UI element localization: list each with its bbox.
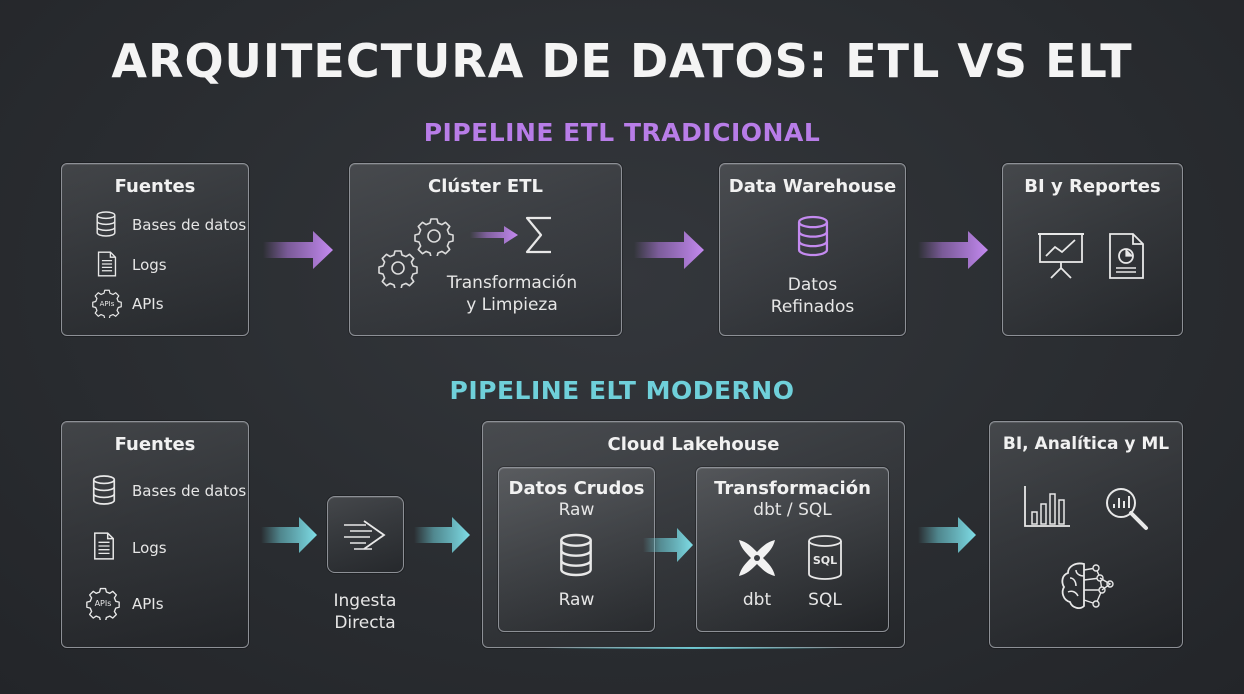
etl-cluster-title: Clúster ETL bbox=[428, 176, 543, 197]
elt-ingest-line2: Directa bbox=[334, 613, 396, 633]
etl-cluster-label: Transformación y Limpieza bbox=[432, 272, 592, 316]
elt-transform-box: Transformación dbt / SQL SQL dbt SQL bbox=[696, 467, 889, 632]
report-document-icon bbox=[1109, 233, 1144, 279]
lakehouse-glow-line bbox=[543, 647, 844, 649]
etl-sources-box: Fuentes Bases de datos Logs APIs APIs bbox=[61, 163, 249, 336]
sigma-icon bbox=[525, 216, 551, 254]
elt-bi-box: BI, Analítica y ML bbox=[989, 421, 1183, 648]
elt-ingest-label: Ingesta Directa bbox=[300, 590, 430, 634]
etl-bi-box: BI y Reportes bbox=[1002, 163, 1183, 336]
etl-inner-arrow-icon bbox=[470, 226, 518, 244]
elt-lakehouse-title: Cloud Lakehouse bbox=[607, 434, 780, 455]
document-icon bbox=[96, 250, 118, 278]
page-title: ARQUITECTURA DE DATOS: ETL VS ELT bbox=[111, 34, 1133, 88]
elt-ingest-box bbox=[327, 496, 404, 573]
database-icon bbox=[794, 214, 832, 258]
elt-transform-title: Transformación bbox=[714, 478, 871, 499]
etl-source-label-logs: Logs bbox=[132, 256, 167, 274]
api-gear-icon: APIs bbox=[86, 587, 120, 620]
sql-database-icon: SQL bbox=[808, 535, 842, 580]
svg-text:APIs: APIs bbox=[100, 300, 115, 308]
elt-sql-label: SQL bbox=[808, 590, 842, 610]
etl-bi-title: BI y Reportes bbox=[1024, 176, 1161, 197]
dbt-logo-icon bbox=[739, 540, 775, 576]
elt-dbt-label: dbt bbox=[742, 590, 772, 610]
elt-arrow-3 bbox=[918, 517, 976, 553]
elt-raw-title: Datos Crudos bbox=[508, 478, 645, 499]
elt-raw-box: Datos Crudos Raw Raw bbox=[498, 467, 655, 632]
etl-source-label-apis: APIs bbox=[132, 295, 164, 313]
elt-transform-subtitle: dbt / SQL bbox=[753, 500, 832, 520]
elt-arrow-1 bbox=[261, 517, 317, 553]
elt-source-label-db: Bases de datos bbox=[132, 482, 247, 500]
etl-sources-title: Fuentes bbox=[114, 176, 196, 197]
etl-warehouse-box: Data Warehouse Datos Refinados bbox=[719, 163, 906, 336]
analytics-search-icon bbox=[1106, 488, 1148, 530]
etl-cluster-box: Clúster ETL Transformación y Limpieza bbox=[349, 163, 622, 336]
ml-brain-icon bbox=[1061, 562, 1114, 609]
elt-sources-box: Fuentes Bases de datos Logs APIs APIs bbox=[61, 421, 249, 648]
elt-sources-title: Fuentes bbox=[114, 434, 196, 455]
etl-warehouse-line1: Datos bbox=[787, 275, 838, 295]
svg-text:APIs: APIs bbox=[95, 599, 112, 608]
etl-section-title: PIPELINE ETL TRADICIONAL bbox=[423, 118, 821, 147]
elt-inner-arrow bbox=[643, 528, 693, 562]
etl-cluster-line2: y Limpieza bbox=[466, 295, 558, 315]
elt-arrow-2 bbox=[414, 517, 470, 553]
elt-lakehouse-box: Cloud Lakehouse Datos Crudos Raw Raw Tra… bbox=[482, 421, 905, 649]
etl-arrow-1 bbox=[263, 231, 333, 269]
etl-arrow-3 bbox=[918, 231, 988, 269]
gear-icon bbox=[414, 218, 454, 256]
bar-chart-icon bbox=[1024, 486, 1070, 527]
elt-raw-label: Raw bbox=[558, 590, 595, 610]
database-icon bbox=[94, 210, 118, 238]
presentation-chart-icon bbox=[1038, 233, 1084, 279]
elt-section-title: PIPELINE ELT MODERNO bbox=[449, 376, 795, 405]
gear-icon-2 bbox=[378, 250, 418, 288]
database-icon bbox=[556, 532, 596, 578]
elt-bi-title: BI, Analítica y ML bbox=[1002, 434, 1170, 454]
svg-text:SQL: SQL bbox=[813, 554, 837, 567]
etl-arrow-2 bbox=[634, 231, 704, 269]
etl-cluster-line1: Transformación bbox=[446, 273, 578, 293]
elt-source-label-logs: Logs bbox=[132, 539, 167, 557]
etl-warehouse-line2: Refinados bbox=[770, 297, 855, 317]
api-gear-icon: APIs bbox=[92, 289, 122, 318]
direct-ingest-icon bbox=[344, 520, 386, 550]
document-icon bbox=[92, 530, 116, 562]
etl-source-label-db: Bases de datos bbox=[132, 216, 247, 234]
elt-ingest-line1: Ingesta bbox=[333, 591, 397, 611]
elt-raw-subtitle: Raw bbox=[558, 500, 595, 520]
etl-warehouse-title: Data Warehouse bbox=[728, 176, 897, 197]
etl-warehouse-label: Datos Refinados bbox=[720, 274, 905, 318]
elt-source-label-apis: APIs bbox=[132, 595, 164, 613]
database-icon bbox=[90, 474, 118, 506]
